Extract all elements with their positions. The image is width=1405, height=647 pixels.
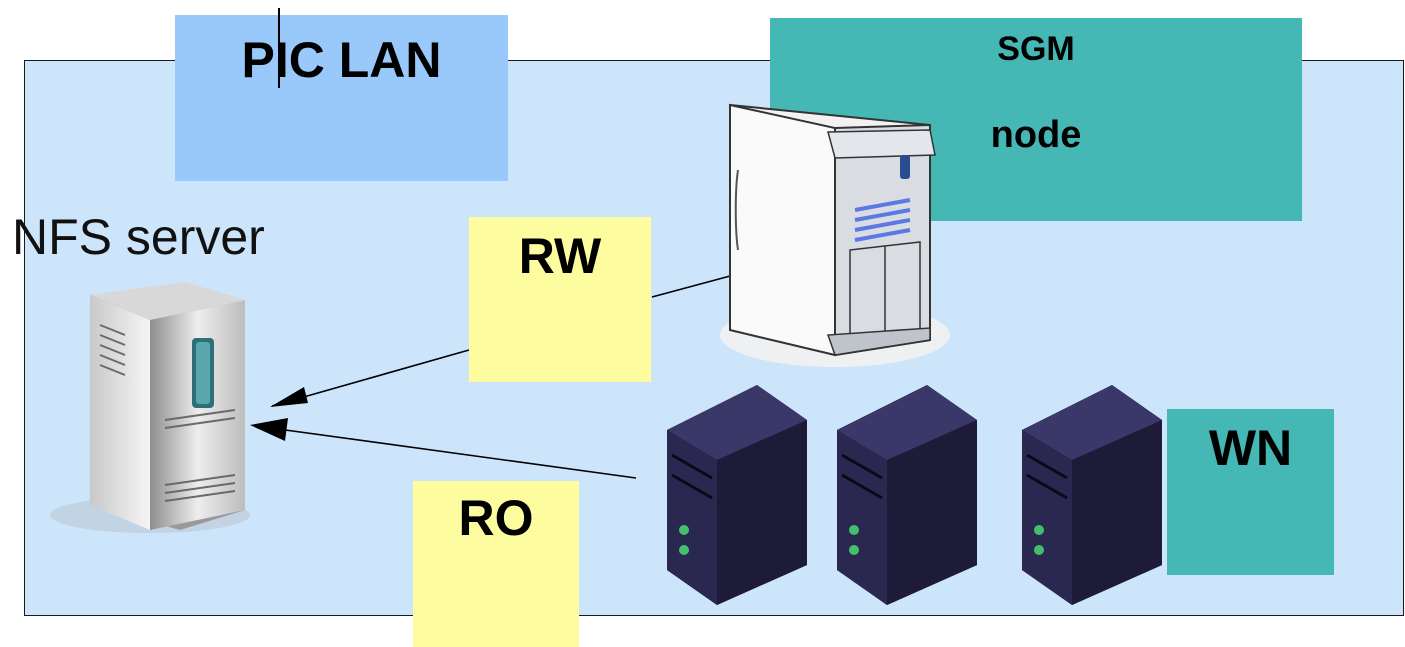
sgm-subtitle: node <box>990 114 1082 156</box>
wn-label-box: WN <box>1167 409 1334 575</box>
sgm-title: SGM <box>997 30 1075 68</box>
ro-arrow <box>255 425 637 479</box>
rw-arrowhead <box>270 387 308 407</box>
pic-lan-label: PIC LAN <box>175 15 508 181</box>
ro-label: RO <box>458 490 534 546</box>
ro-arrowhead <box>250 418 288 441</box>
rw-note: RW <box>469 217 651 382</box>
nfs-server-label: NFS server <box>12 209 265 265</box>
ro-note: RO <box>413 481 579 647</box>
worker-node-3-icon <box>1022 385 1162 605</box>
worker-node-2-icon <box>837 385 977 605</box>
text-cursor <box>278 8 280 88</box>
sgm-node-server-icon <box>720 103 950 367</box>
wn-label: WN <box>1208 420 1293 476</box>
rw-label: RW <box>518 228 602 284</box>
worker-node-1-icon <box>667 385 807 605</box>
pic-lan-text: PIC LAN <box>241 32 442 88</box>
nfs-server-icon <box>50 282 250 533</box>
